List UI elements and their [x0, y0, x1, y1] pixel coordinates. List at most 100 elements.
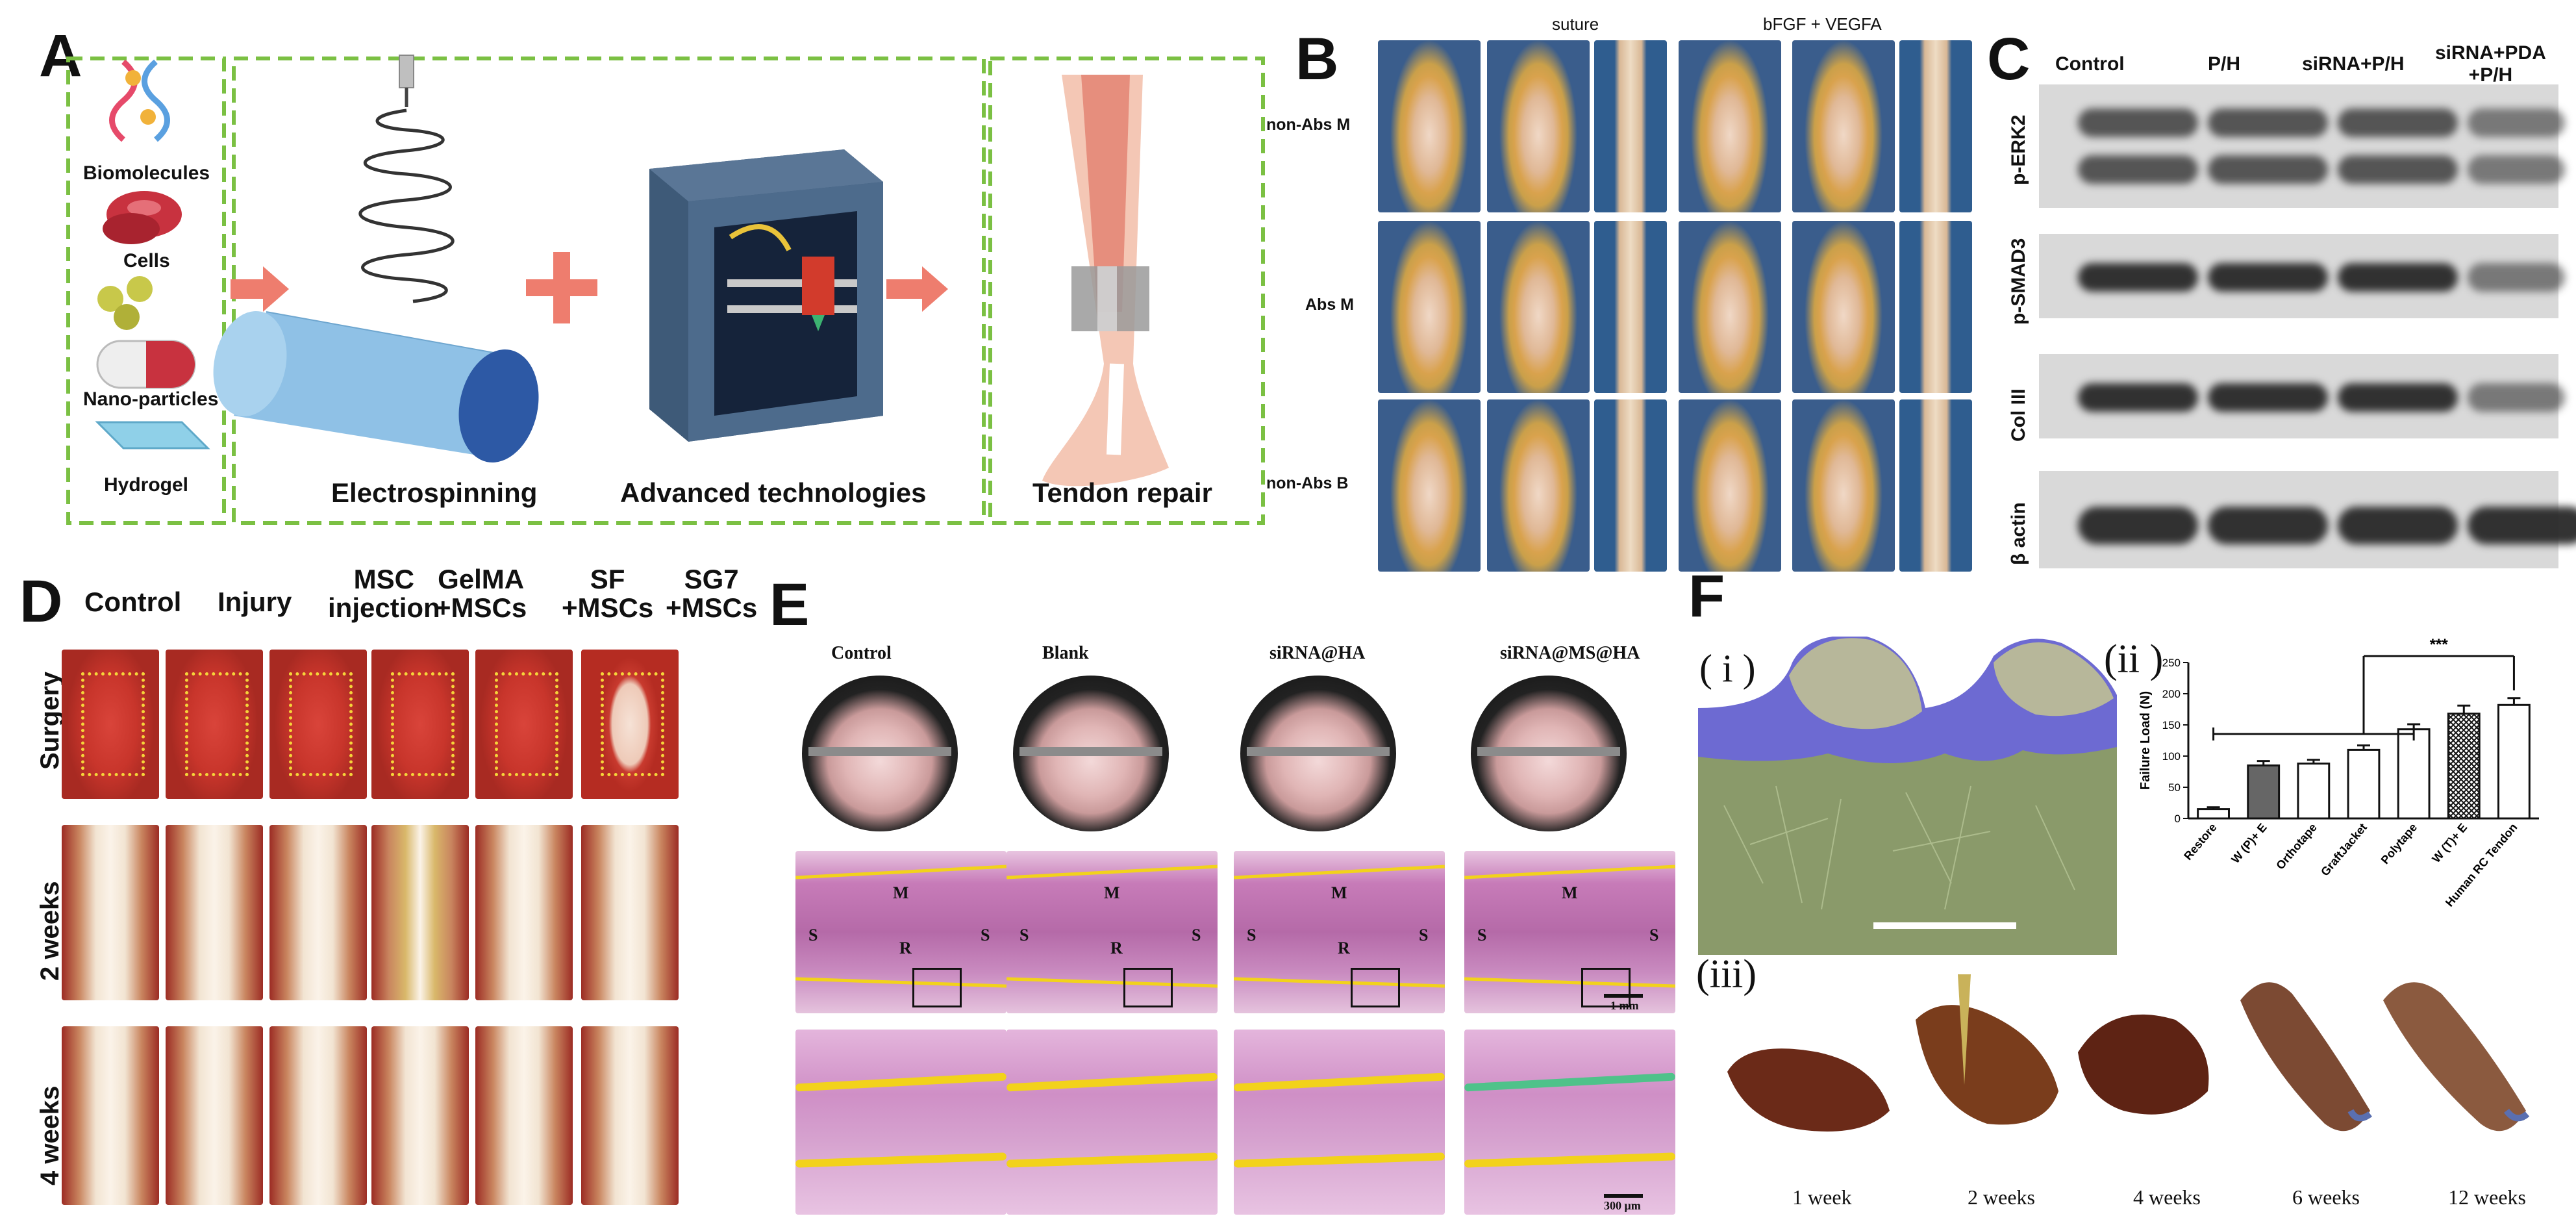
blot-band [2468, 383, 2565, 412]
row-abs-m: Abs M [1305, 296, 1354, 314]
timepoint-label: 1 week [1792, 1185, 1852, 1209]
tendon-photo [1899, 399, 1972, 572]
defect-outline [289, 672, 353, 776]
timepoint-label: 2 weeks [1968, 1185, 2035, 1209]
region-label-m: M [1562, 883, 1578, 902]
tendon-photo [166, 825, 263, 1000]
region-label-r: R [1338, 939, 1350, 957]
scale-label-1mm: 1 mm [1610, 999, 1639, 1012]
column-header: siRNA@HA [1269, 643, 1366, 663]
bar-w-p-e [2247, 764, 2281, 820]
blot-band [2208, 383, 2328, 412]
blot-band [2208, 155, 2328, 184]
panel-letter-c: C [1987, 26, 2031, 92]
tendon-photo [1679, 40, 1781, 212]
region-label-r: R [899, 939, 912, 957]
zoom-box [1581, 968, 1631, 1007]
y-tick-label: 200 [2162, 688, 2181, 700]
region-label-m: M [1331, 883, 1347, 902]
column-header: GelMA +MSCs [435, 564, 527, 623]
scale-label-300um: 300 μm [1604, 1199, 1641, 1212]
region-label-s: S [981, 926, 990, 944]
blot-band [2208, 108, 2328, 137]
region-label-m: M [1104, 883, 1120, 902]
group-bfgf-vegfa: bFGF + VEGFA [1763, 14, 1882, 34]
tendon-photo [1378, 399, 1481, 572]
region-label-s: S [1419, 926, 1429, 944]
column-header: SF +MSCs [562, 564, 654, 623]
tendon-photo [1378, 221, 1481, 393]
tendon-photo [1378, 40, 1481, 212]
tendon-repair-graphic [1042, 75, 1169, 487]
sem-image [1698, 637, 2117, 955]
blot-band [2208, 263, 2328, 292]
tendon-photo [1792, 399, 1895, 572]
label-advanced-technologies: Advanced technologies [620, 477, 927, 508]
col-sirna-p-h: siRNA+P/H [2302, 53, 2405, 75]
y-tick-label: 100 [2162, 750, 2181, 763]
tendon-photo [1792, 221, 1895, 393]
region-label-s: S [1192, 926, 1201, 944]
label-cells: Cells [123, 250, 170, 272]
tendon-photo [1594, 40, 1667, 212]
blot-band [2338, 155, 2458, 184]
row-surgery: Surgery [36, 671, 64, 770]
blot-band [2208, 507, 2328, 544]
row-col-iii: Col III [2008, 388, 2029, 442]
x-tick-label: Restore [2181, 821, 2219, 863]
bar-restore [2197, 808, 2230, 820]
hydrogel-icon [95, 421, 210, 449]
timepoint-label: 4 weeks [2133, 1185, 2201, 1209]
arrow-2 [886, 266, 948, 312]
defect-outline [391, 672, 455, 776]
bar-graftjacket [2347, 748, 2381, 820]
he-magnified [1007, 1030, 1218, 1215]
blot-band [2078, 155, 2198, 184]
panel-letter-d: D [19, 568, 63, 635]
row-p-erk2: p-ERK2 [2008, 114, 2029, 185]
tendon-photo [1594, 399, 1667, 572]
forceps [1019, 747, 1162, 756]
label-nano-particles: Nano-particles [83, 388, 219, 410]
column-header: Control [831, 643, 892, 663]
tendon-photo [1487, 221, 1590, 393]
blot-band [2078, 263, 2198, 292]
tendon-photo [475, 825, 573, 1000]
column-header: siRNA@MS@HA [1500, 643, 1640, 663]
panel-letter-f: F [1688, 563, 1725, 629]
x-tick-label: Orthotape [2273, 821, 2320, 872]
blot-band [2468, 507, 2576, 544]
tendon-photo [581, 825, 679, 1000]
y-tick-label: 0 [2175, 813, 2181, 825]
label-hydrogel: Hydrogel [104, 474, 189, 496]
tendon-photo [1594, 221, 1667, 393]
blot-band [2338, 263, 2458, 292]
row-p-smad3: p-SMAD3 [2008, 238, 2029, 325]
zoom-box [1123, 968, 1173, 1007]
tissue-specimens [1727, 974, 2530, 1132]
specimen-4-weeks [2078, 1014, 2209, 1115]
row-beta-actin: β actin [2008, 502, 2029, 565]
specimen-2-weeks [1916, 1005, 2058, 1125]
row-non-abs-b: non-Abs B [1266, 474, 1349, 492]
he-magnified [795, 1030, 1007, 1215]
forceps [1247, 747, 1390, 756]
defect-outline [495, 672, 558, 776]
column-header: Control [84, 587, 182, 617]
tendon-photo [166, 1026, 263, 1205]
tendon-photo [371, 825, 469, 1000]
zoom-box [912, 968, 962, 1007]
blot-band [2078, 108, 2198, 137]
tendon-photo [1899, 40, 1972, 212]
x-tick-label: Polytape [2379, 821, 2420, 866]
blot-strip [2039, 84, 2558, 208]
y-tick-label: 50 [2168, 781, 2181, 794]
region-label-r: R [1110, 939, 1123, 957]
bar-human-rc-tendon [2497, 703, 2531, 820]
defect-outline [81, 672, 145, 776]
label-tendon-repair: Tendon repair [1032, 477, 1212, 508]
biomolecule-icon [109, 59, 170, 142]
col-p-h: P/H [2208, 53, 2241, 75]
blot-band [2468, 155, 2565, 184]
